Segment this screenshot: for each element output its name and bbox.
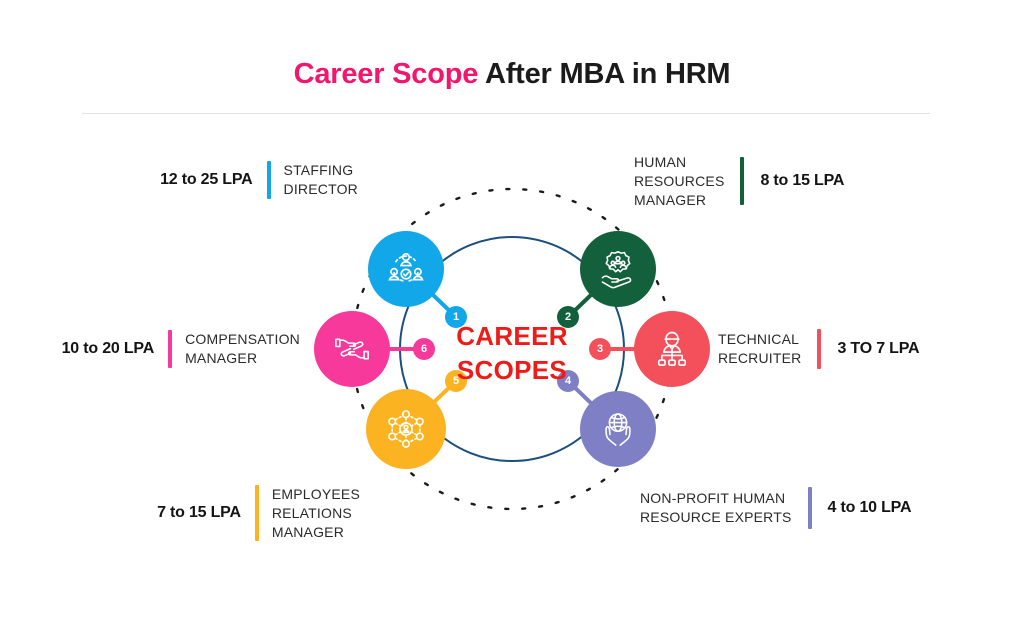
callout-employees-relations-manager: 7 to 15 LPA EMPLOYEES RELATIONS MANAGER <box>0 475 360 551</box>
callout-technical-recruiter: TECHNICAL RECRUITER 3 TO 7 LPA <box>718 321 1024 377</box>
node-compensation-manager[interactable] <box>314 311 390 387</box>
center-label-line-2: SCOPES <box>456 355 568 385</box>
people-network-hub-icon <box>388 410 424 448</box>
hands-holding-globe-icon <box>605 413 631 446</box>
header: Career Scope After MBA in HRM <box>0 0 1024 125</box>
page-title-rest: After MBA in HRM <box>478 58 731 90</box>
accent-bar-staffing-director <box>266 161 271 199</box>
badge-6: 6 <box>413 338 435 360</box>
recruiter-org-chart-icon <box>657 331 687 366</box>
badge-5: 5 <box>445 370 467 392</box>
hands-exchange-money-icon <box>335 338 369 360</box>
callout-compensation-manager: 10 to 20 LPA COMPENSATION MANAGER <box>0 321 300 377</box>
salary-human-resources-manager: 8 to 15 LPA <box>760 172 845 189</box>
node-staffing-director[interactable] <box>368 231 444 307</box>
node-technical-recruiter[interactable] <box>634 311 710 387</box>
center-label-line-1: CAREER <box>456 321 568 351</box>
role-compensation-manager: COMPENSATION MANAGER <box>185 331 300 366</box>
center-label: CAREER SCOPES <box>392 319 632 387</box>
page-title: Career Scope After MBA in HRM <box>0 56 1024 92</box>
role-non-profit-human-resource-experts: NON-PROFIT HUMAN RESOURCE EXPERTS <box>640 490 792 525</box>
career-scope-wheel-diagram: 1 2 3 4 5 6 CAREER SCOPES 12 to 25 LPA S… <box>0 125 1024 624</box>
title-divider <box>82 113 930 114</box>
node-employees-relations-manager[interactable] <box>366 389 446 469</box>
accent-bar-compensation-manager <box>168 330 173 368</box>
badge-4: 4 <box>557 370 579 392</box>
badge-3: 3 <box>589 338 611 360</box>
node-non-profit-human-resource-experts[interactable] <box>580 391 656 467</box>
callout-non-profit-human-resource-experts: NON-PROFIT HUMAN RESOURCE EXPERTS 4 to 1… <box>640 480 1024 536</box>
accent-bar-non-profit-human-resource-experts <box>807 487 812 529</box>
team-network-check-icon <box>388 252 424 282</box>
accent-bar-human-resources-manager <box>740 157 745 205</box>
hand-holding-gear-people-icon <box>601 250 632 289</box>
salary-non-profit-human-resource-experts: 4 to 10 LPA <box>827 499 912 516</box>
salary-compensation-manager: 10 to 20 LPA <box>61 340 155 357</box>
accent-bar-employees-relations-manager <box>254 485 259 541</box>
role-human-resources-manager: HUMAN RESOURCES MANAGER <box>634 153 725 208</box>
salary-employees-relations-manager: 7 to 15 LPA <box>157 504 241 521</box>
badge-1: 1 <box>445 306 467 328</box>
role-technical-recruiter: TECHNICAL RECRUITER <box>718 331 802 366</box>
page-title-accent: Career Scope <box>293 58 479 90</box>
badge-2: 2 <box>557 306 579 328</box>
callout-human-resources-manager: HUMAN RESOURCES MANAGER 8 to 15 LPA <box>634 143 1024 219</box>
accent-bar-technical-recruiter <box>817 329 822 369</box>
role-employees-relations-manager: EMPLOYEES RELATIONS MANAGER <box>271 485 360 540</box>
node-human-resources-manager[interactable] <box>580 231 656 307</box>
role-staffing-director: STAFFING DIRECTOR <box>283 162 358 197</box>
callout-staffing-director: 12 to 25 LPA STAFFING DIRECTOR <box>0 151 358 209</box>
salary-technical-recruiter: 3 TO 7 LPA <box>837 340 920 357</box>
salary-staffing-director: 12 to 25 LPA <box>160 171 253 188</box>
